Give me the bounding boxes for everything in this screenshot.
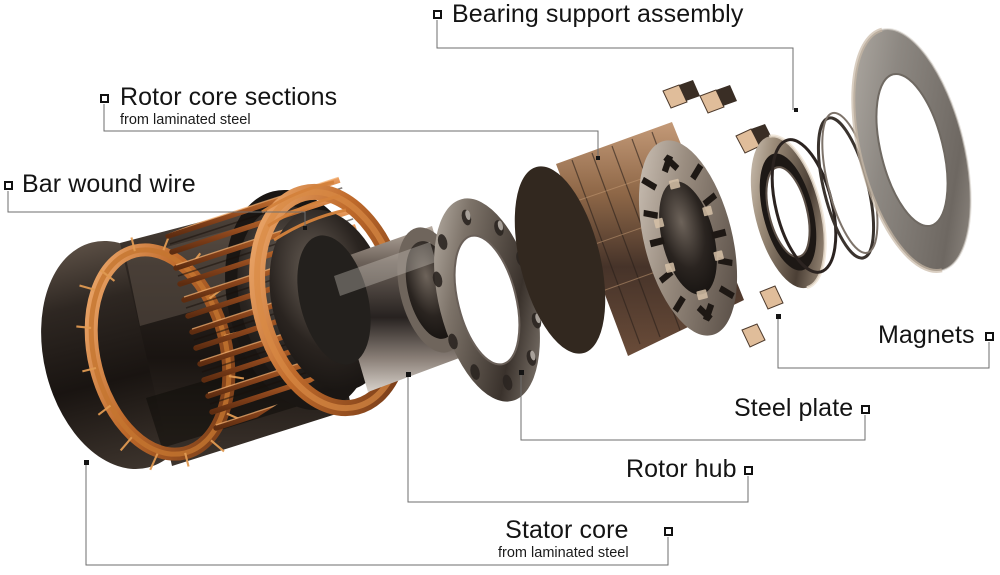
callout-title: Steel plate: [734, 394, 854, 422]
callout-title: Bearing support assembly: [452, 0, 744, 28]
steel-plate-disc: [851, 27, 972, 273]
rotor-core-stack: [514, 80, 802, 356]
magnet-ring: [638, 140, 738, 336]
callout-subtitle: from laminated steel: [498, 545, 629, 561]
callout-title: Rotor hub: [626, 455, 737, 483]
callout-rotor-core-sections[interactable]: Rotor core sections from laminated steel: [120, 85, 337, 128]
callout-steel-plate[interactable]: Steel plate: [734, 396, 853, 421]
callout-title: Magnets: [878, 321, 975, 349]
callout-title: Bar wound wire: [22, 170, 196, 198]
leader-lines: [7, 20, 990, 566]
callout-subtitle: from laminated steel: [120, 112, 251, 128]
callout-marker-stator-core[interactable]: [664, 527, 673, 536]
callout-marker-rotor-core-sections[interactable]: [100, 94, 109, 103]
callout-magnets[interactable]: Magnets: [878, 323, 975, 348]
callout-marker-rotor-hub[interactable]: [744, 466, 753, 475]
callout-marker-bearing-support-assembly[interactable]: [433, 10, 442, 19]
callout-bar-wound-wire[interactable]: Bar wound wire: [22, 172, 196, 197]
rotor-hub-flange: [432, 198, 542, 402]
callout-marker-steel-plate[interactable]: [861, 405, 870, 414]
callout-stator-core[interactable]: Stator core from laminated steel: [498, 518, 629, 561]
leader-anchor-dots: [84, 108, 798, 465]
callout-marker-bar-wound-wire[interactable]: [4, 181, 13, 190]
callout-marker-magnets[interactable]: [985, 332, 994, 341]
callout-title: Stator core: [505, 516, 629, 544]
callout-bearing-support-assembly[interactable]: Bearing support assembly: [452, 2, 743, 27]
callout-title: Rotor core sections: [120, 83, 338, 111]
callout-rotor-hub[interactable]: Rotor hub: [626, 457, 737, 482]
